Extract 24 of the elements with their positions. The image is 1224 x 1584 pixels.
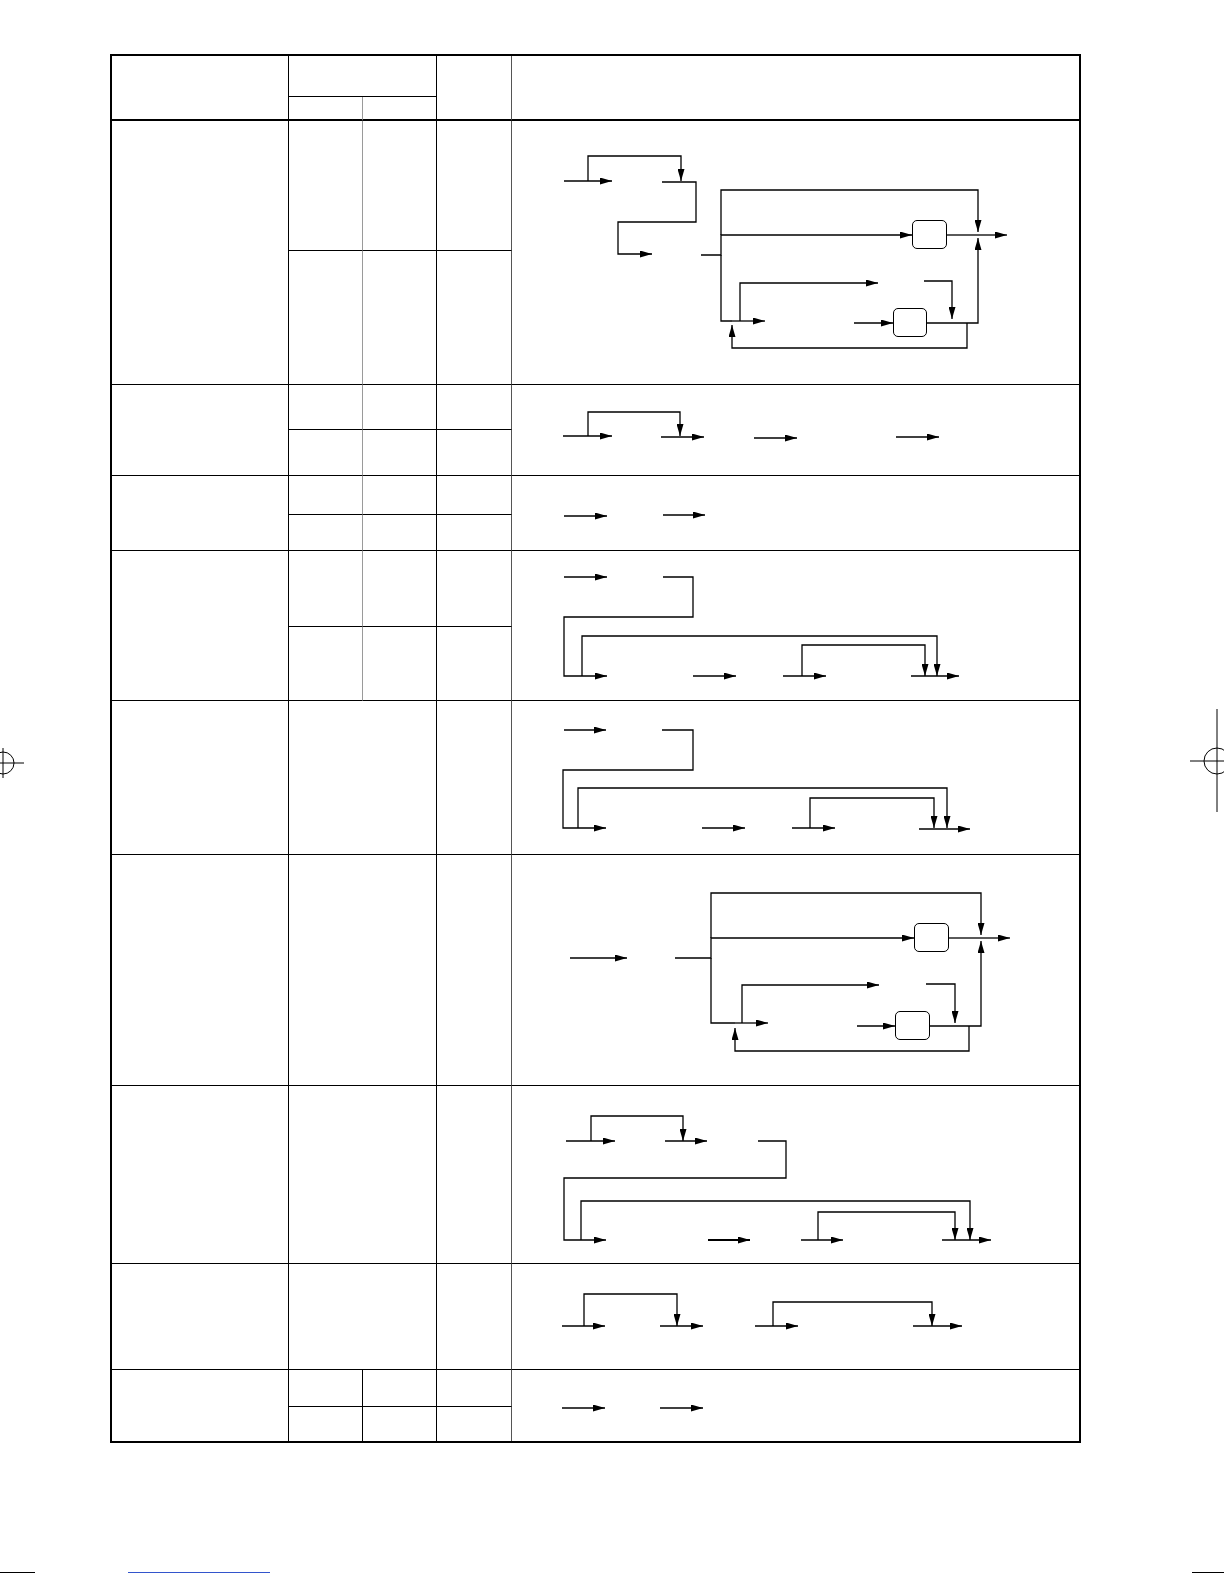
arrow <box>739 317 766 325</box>
arrow <box>739 279 879 322</box>
arrow <box>741 1019 769 1027</box>
connector-line <box>948 937 982 939</box>
connector-line <box>929 1025 970 1027</box>
key-box <box>912 220 947 249</box>
arrow <box>968 940 985 1027</box>
key-box <box>893 308 927 337</box>
arrow <box>853 319 894 327</box>
connector-line <box>926 322 968 324</box>
key-box <box>895 1011 930 1040</box>
arrow <box>700 231 913 256</box>
arrow <box>731 1025 970 1052</box>
arrow <box>966 237 982 324</box>
arrow <box>977 231 1008 239</box>
connector-line <box>734 1022 743 1024</box>
key-box <box>914 923 949 952</box>
arrow <box>856 1022 896 1030</box>
arrow <box>741 981 880 1024</box>
arrow <box>980 934 1011 942</box>
arrow <box>728 322 968 349</box>
connector-line <box>731 320 741 322</box>
connector-line <box>946 234 979 236</box>
arrow <box>674 934 915 959</box>
